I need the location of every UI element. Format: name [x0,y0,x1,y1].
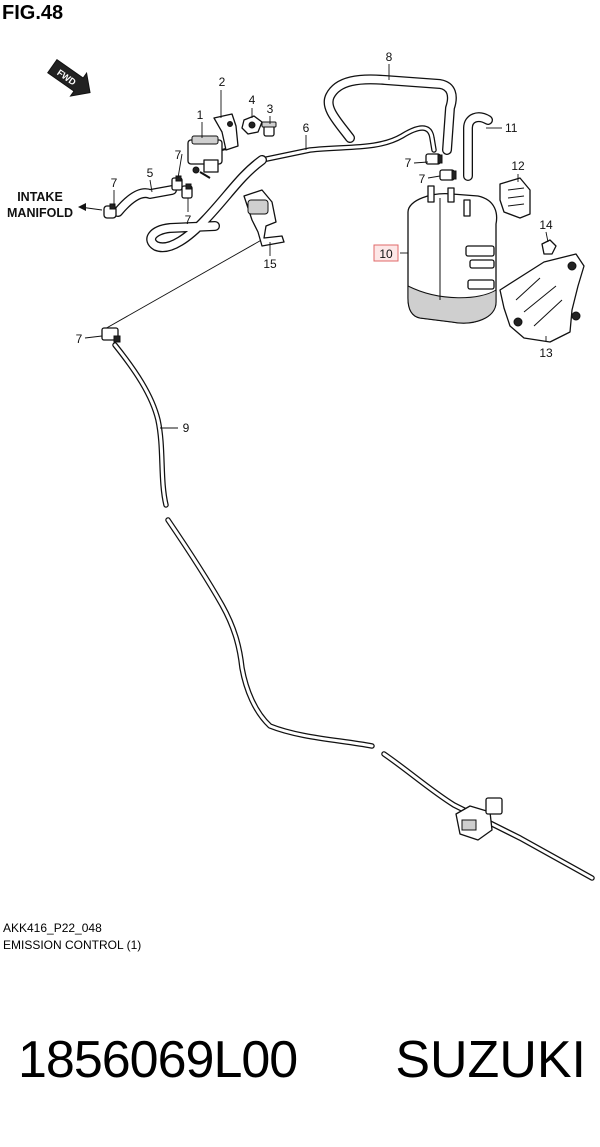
callout-9: 9 [183,421,190,435]
reference-line [102,237,266,331]
figure-title: FIG.48 [2,2,64,24]
callout-1: 1 [197,108,204,122]
clip-part-7-a [171,175,183,191]
clip-part-7-f [101,327,121,343]
clamp-part-15 [243,189,285,247]
bracket-part-2 [213,113,239,151]
clip-part-7-d [425,153,443,165]
intake-label-line1: INTAKE [17,190,63,204]
hose-loop [146,155,267,253]
intake-arrow-icon [78,203,103,211]
callout-7-e: 7 [419,172,426,186]
callout-6: 6 [303,121,310,135]
callout-7-a: 7 [175,148,182,162]
clip-part-7-c [103,203,117,219]
nut-part-14 [541,239,557,255]
brand-name: SUZUKI [395,1031,586,1089]
callout-13: 13 [539,346,553,360]
nut-part-4 [241,115,263,135]
callout-12: 12 [511,159,525,173]
bracket-part-12 [499,177,531,219]
fwd-arrow-icon: FWD [47,58,91,97]
callout-5: 5 [147,166,154,180]
pipe-6 [259,125,437,163]
pipe-9 [112,342,595,881]
callout-7-c: 7 [185,213,192,227]
callout-7-b: 7 [111,176,118,190]
emission-control-diagram: FWD INTAKE MANIFOLD [7,50,595,881]
leader-lines [84,64,549,429]
clip-part-7-b [181,183,193,199]
hose-8 [323,74,457,155]
callout-2: 2 [219,75,226,89]
part-number: 1856069L00 [18,1031,298,1089]
hose-5 [113,185,177,217]
callout-4: 4 [249,93,256,107]
hose-11 [463,112,493,181]
callout-7-d: 7 [405,156,412,170]
diagram-description: EMISSION CONTROL (1) [3,938,142,952]
callout-3: 3 [267,102,274,116]
bolt-part-3 [261,121,277,137]
diagram-code: AKK416_P22_048 [3,921,102,935]
callout-7-f: 7 [76,332,83,346]
pipe-clamp [455,797,503,841]
intake-label-line2: MANIFOLD [7,206,73,220]
canister-part-10 [407,185,498,324]
callout-14: 14 [539,218,553,232]
callout-10-highlight: 10 [373,244,399,262]
callout-11: 11 [505,121,518,135]
callout-10: 10 [379,247,393,261]
callout-8: 8 [386,50,393,64]
clip-part-7-e [439,169,457,181]
bracket-part-13 [499,253,585,343]
callout-15: 15 [263,257,277,271]
